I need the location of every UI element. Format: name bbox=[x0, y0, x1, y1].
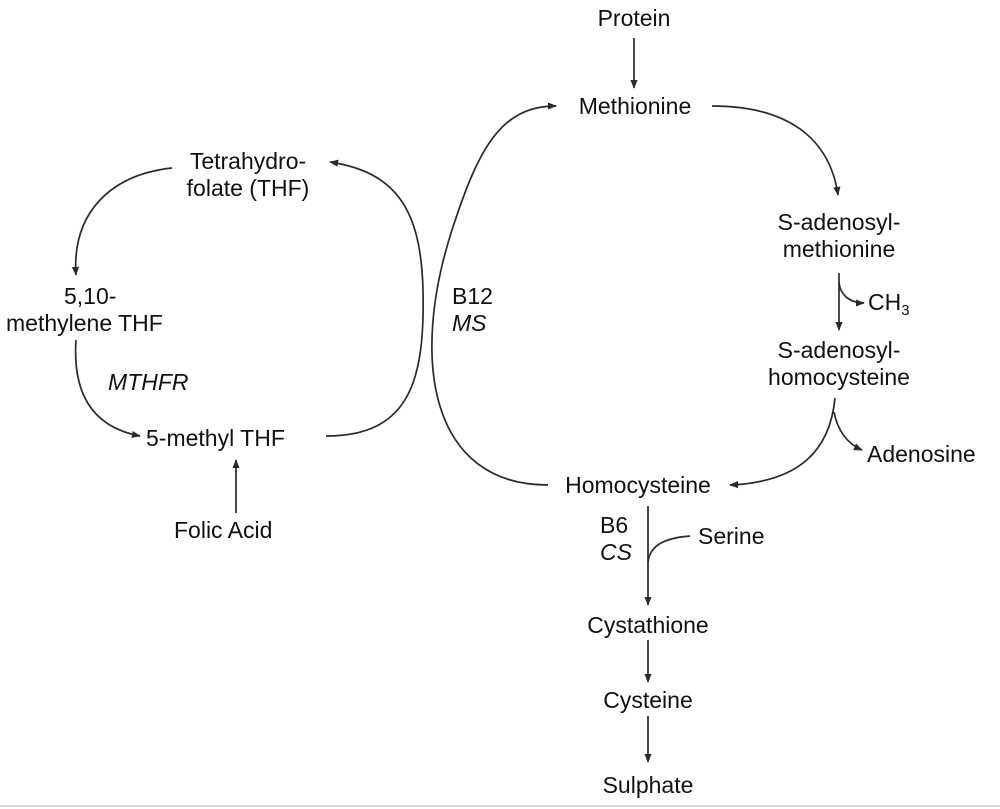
arrow-homocysteine-to-methionine bbox=[431, 102, 557, 486]
arrow-methyl-thf-to-thf bbox=[325, 159, 425, 437]
arrow-serine-join bbox=[647, 535, 691, 563]
label-b6: B6 bbox=[600, 512, 629, 538]
node-s-adenosylmethionine-line2: methionine bbox=[782, 236, 896, 262]
node-methylene-thf-line1: 5,10- bbox=[64, 283, 117, 309]
label-cs-enzyme: CS bbox=[600, 539, 632, 565]
arrow-thf-to-methylene-thf bbox=[71, 167, 173, 276]
arrow-methionine-to-sam bbox=[711, 105, 841, 196]
node-tetrahydrofolate-line2: folate (THF) bbox=[186, 175, 310, 201]
node-serine: Serine bbox=[698, 523, 765, 549]
node-protein: Protein bbox=[597, 5, 671, 31]
arrow-methylene-thf-to-methyl-thf bbox=[74, 339, 141, 439]
node-ch3-subscript: 3 bbox=[901, 302, 910, 319]
node-methionine: Methionine bbox=[578, 93, 692, 119]
node-s-adenosylmethionine-line1: S-adenosyl- bbox=[777, 209, 901, 235]
node-folic-acid: Folic Acid bbox=[174, 517, 273, 543]
node-s-adenosylhomocysteine-line2: homocysteine bbox=[768, 364, 910, 390]
node-s-adenosylhomocysteine-line1: S-adenosyl- bbox=[777, 337, 901, 363]
label-b12: B12 bbox=[452, 283, 493, 309]
node-tetrahydrofolate-line1: Tetrahydro- bbox=[189, 148, 307, 174]
label-ms-enzyme: MS bbox=[452, 310, 487, 336]
node-ch3-text: CH bbox=[868, 289, 902, 315]
node-methylene-thf: 5,10- methylene THF bbox=[6, 283, 163, 337]
node-cystathione: Cystathione bbox=[587, 612, 709, 638]
arrow-ch3-release bbox=[838, 282, 865, 307]
bottom-border bbox=[0, 805, 1000, 807]
arrow-sah-to-homocysteine bbox=[729, 397, 836, 489]
node-ch3: CH3 bbox=[868, 289, 910, 319]
node-s-adenosylhomocysteine: S-adenosyl- homocysteine bbox=[744, 337, 934, 391]
arrow-adenosine-release bbox=[833, 411, 863, 451]
label-mthfr-enzyme: MTHFR bbox=[108, 369, 189, 395]
node-cysteine: Cysteine bbox=[603, 687, 693, 713]
node-sulphate: Sulphate bbox=[602, 772, 694, 798]
node-s-adenosylmethionine: S-adenosyl- methionine bbox=[749, 209, 929, 263]
node-adenosine: Adenosine bbox=[867, 441, 976, 467]
node-tetrahydrofolate: Tetrahydro- folate (THF) bbox=[163, 148, 333, 202]
node-5-methyl-thf: 5-methyl THF bbox=[146, 425, 285, 451]
node-methylene-thf-line2: methylene THF bbox=[6, 310, 163, 336]
node-homocysteine: Homocysteine bbox=[565, 472, 711, 498]
